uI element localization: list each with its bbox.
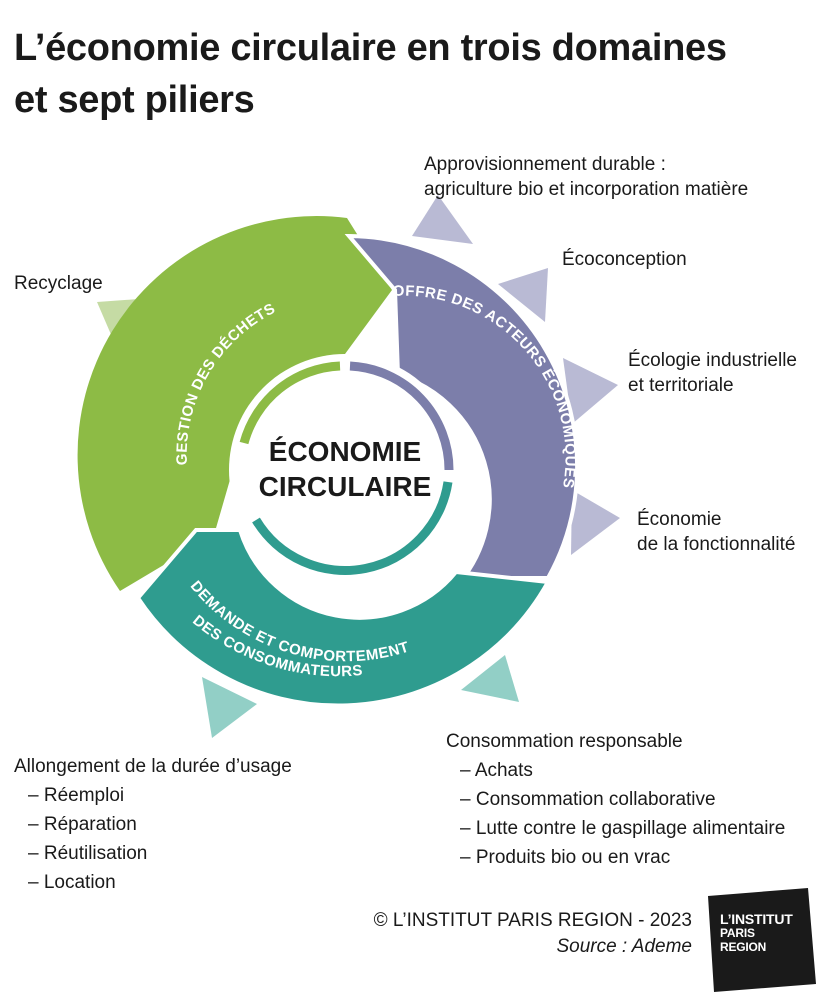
pillar-approvisionnement: Approvisionnement durable : agriculture … — [424, 154, 749, 200]
pillar-marker-approvisionnement — [412, 195, 473, 244]
list-item: Consommation collaborative — [446, 785, 785, 814]
institut-logo — [708, 888, 816, 992]
logo-text: L’INSTITUT PARIS REGION — [720, 911, 793, 954]
title-line-1: L’économie circulaire en trois domaines — [14, 27, 727, 69]
list-item: Produits bio ou en vrac — [446, 843, 785, 872]
list-item: Réemploi — [14, 781, 292, 810]
page-title: L’économie circulaire en trois domaines … — [14, 22, 814, 126]
pillar-economie-fonctionnalite: Économie de la fonctionnalité — [637, 509, 796, 555]
center-label-line-2: CIRCULAIRE — [259, 471, 432, 502]
center-hub — [229, 354, 461, 586]
list-item: Réutilisation — [14, 839, 292, 868]
title-line-2: et sept piliers — [14, 79, 255, 121]
domain-demand-segment — [135, 528, 552, 708]
center-label-line-1: ÉCONOMIE — [269, 436, 421, 467]
list-item: Location — [14, 868, 292, 897]
source: Source : Ademe — [556, 936, 692, 957]
pillar-allongement-duree-usage: Allongement de la durée d’usage Réemploi… — [14, 752, 292, 897]
inner-ring-teal — [252, 481, 453, 575]
list-item: Réparation — [14, 810, 292, 839]
inner-ring-purple — [349, 361, 454, 471]
inner-ring-green — [239, 361, 341, 445]
copyright: © L’INSTITUT PARIS REGION - 2023 — [373, 910, 692, 931]
pillar-marker-ecologie — [563, 358, 618, 424]
pillar-marker-consommation — [461, 655, 519, 702]
pillar-marker-ecoconception — [498, 268, 548, 322]
list-item: Lutte contre le gaspillage alimentaire — [446, 814, 785, 843]
pillar-marker-allongement — [202, 677, 257, 738]
pillar-consommation-responsable: Consommation responsable Achats Consomma… — [446, 727, 785, 872]
pillar-ecoconception: Écoconception — [562, 249, 687, 270]
pillar-recyclage: Recyclage — [14, 273, 103, 294]
pillar-ecologie-industrielle: Écologie industrielle et territoriale — [628, 350, 797, 396]
pillar-marker-fonctionnalite — [571, 490, 620, 555]
domain-waste-segment — [77, 216, 393, 591]
credits: © L’INSTITUT PARIS REGION - 2023 Source … — [374, 908, 692, 960]
domain-supply-segment — [344, 233, 580, 585]
list-item: Achats — [446, 756, 785, 785]
